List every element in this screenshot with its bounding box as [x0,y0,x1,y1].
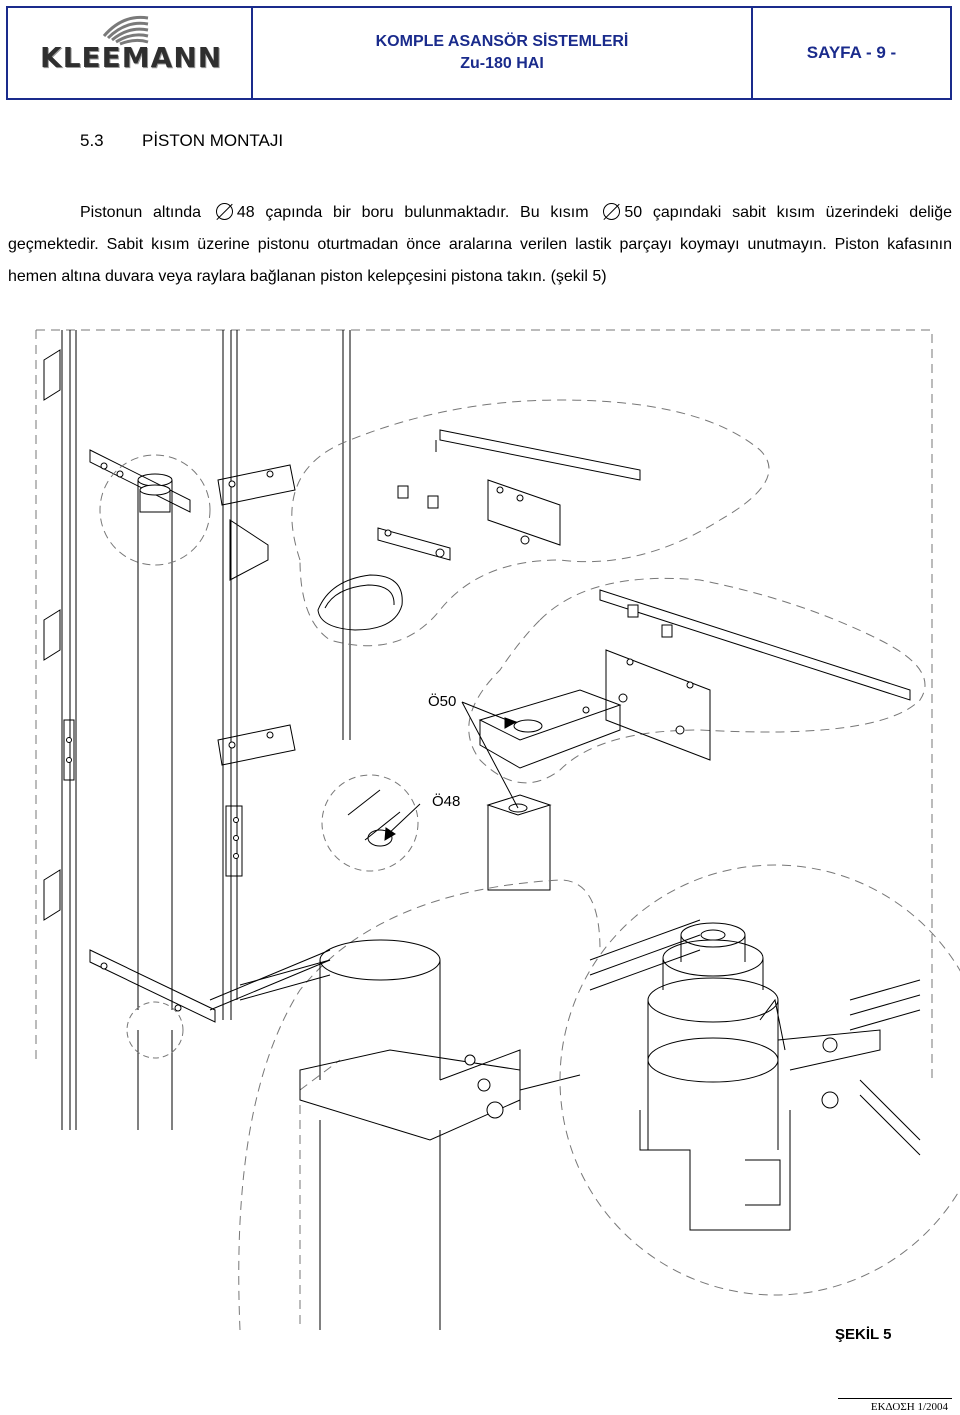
body-text-2: 48 çapında bir boru bulunmaktadır. Bu kı… [236,204,589,221]
logo-text: KLEEMANN [40,41,223,74]
kleemann-logo-icon [102,15,149,46]
footer-divider [838,1398,952,1399]
title-line-2: Zu-180 HAI [460,55,544,72]
diameter-icon [215,203,233,220]
document-title: KOMPLE ASANSÖR SİSTEMLERİ Zu-180 HAI [253,8,753,98]
logo-cell: KLEEMANN [8,8,253,98]
diameter-label-50: Ö50 [428,692,456,710]
figure-caption: ŞEKİL 5 [835,1326,892,1343]
body-text-1: Pistonun altında [80,204,202,221]
page-header: KLEEMANN KOMPLE ASANSÖR SİSTEMLERİ Zu-18… [6,6,952,100]
diameter-icon [603,203,621,220]
footer-edition: ΕΚΔΟΣΗ 1/2004 [870,1401,948,1413]
section-number: 5.3 [80,131,104,150]
page-number: SAYFA - 9 - [806,43,897,62]
piston-assembly-drawing: Ö50 Ö48 [35,329,960,1331]
body-text-3: 50 çapındaki sabit kısım üzerindeki deli… [8,204,952,285]
diameter-label-48: Ö48 [432,792,460,810]
section-title: PİSTON MONTAJI [142,131,284,150]
title-line-1: KOMPLE ASANSÖR SİSTEMLERİ [375,33,629,50]
body-paragraph: Pistonun altında 48 çapında bir boru bul… [8,197,952,293]
section-heading: 5.3 PİSTON MONTAJI [80,131,283,151]
